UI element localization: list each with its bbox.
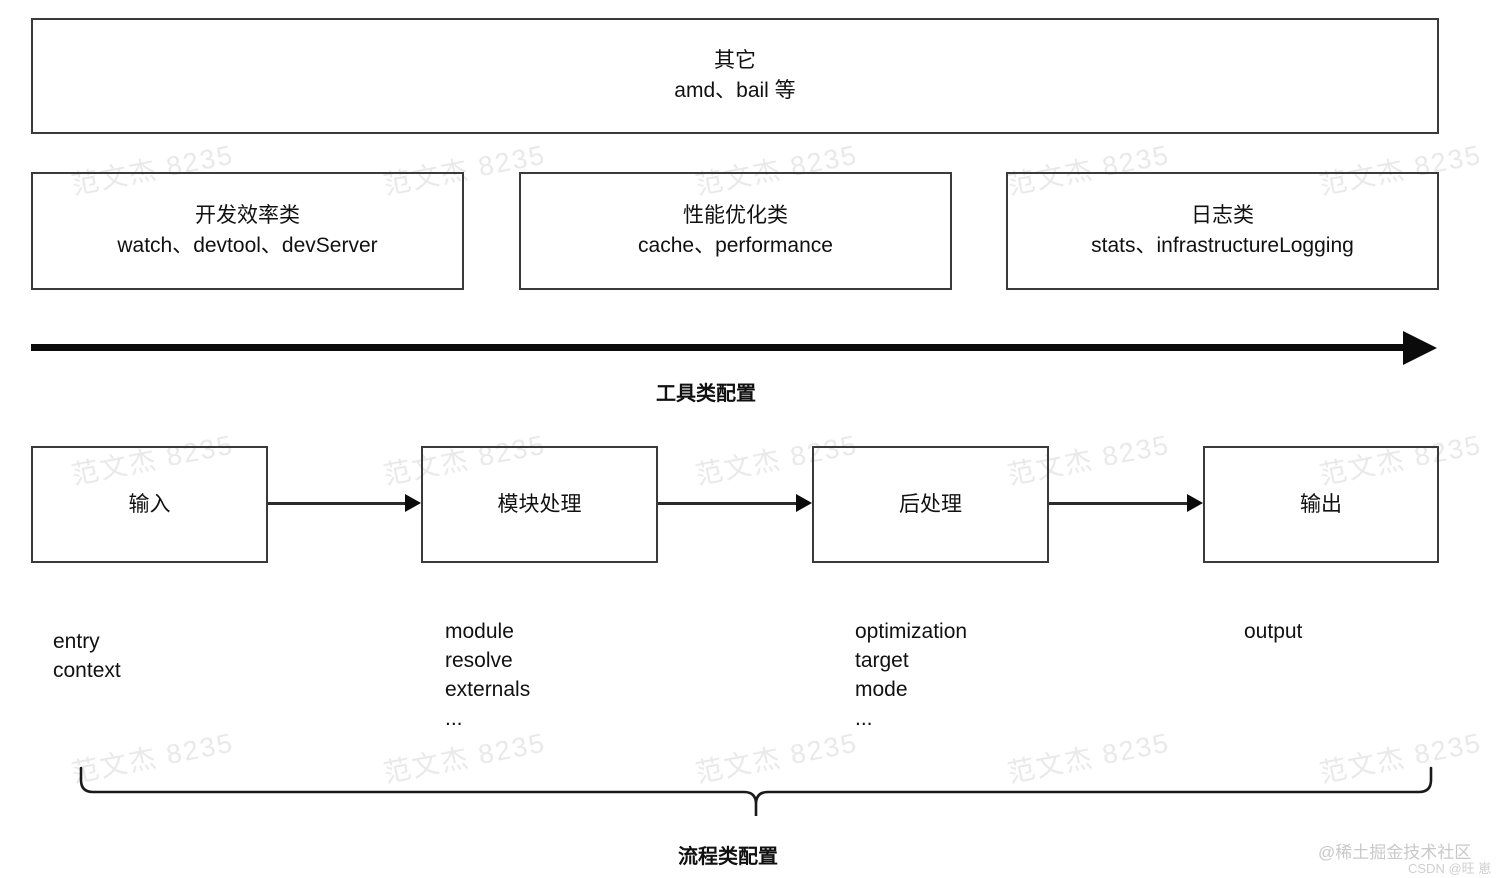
flow-option-item: optimization: [855, 620, 968, 643]
tool-axis-arrow-shaft: [31, 344, 1406, 351]
flow-option-item: output: [1244, 620, 1303, 643]
flow-connector-arrow-icon-3: [1187, 494, 1203, 512]
flow-brace-label: 流程类配置: [678, 846, 778, 868]
tool-axis-label: 工具类配置: [656, 383, 756, 405]
flow-option-item: entry: [53, 630, 100, 653]
flow-option-item: context: [53, 659, 121, 682]
tool-category-box-logging: 日志类 stats、infrastructureLogging: [1006, 172, 1439, 290]
flow-option-item: ...: [445, 707, 463, 730]
flow-option-item: externals: [445, 678, 531, 701]
flow-stage-box-output: 输出: [1203, 446, 1439, 563]
flow-options-output: output: [1244, 617, 1302, 646]
community-credit: @稀土掘金技术社区: [1318, 843, 1472, 862]
flow-option-item: module: [445, 620, 514, 643]
tool-category-box-dev-efficiency: 开发效率类 watch、devtool、devServer: [31, 172, 464, 290]
tool-axis-arrow-head-icon: [1403, 331, 1437, 365]
flow-connector-shaft-1: [268, 502, 406, 505]
flow-stage-label: 后处理: [899, 492, 962, 516]
flow-stage-label: 输出: [1300, 492, 1342, 516]
tool-category-items: stats、infrastructureLogging: [1091, 234, 1354, 257]
flow-option-item: resolve: [445, 649, 513, 672]
flow-connector-arrow-icon-1: [405, 494, 421, 512]
tool-category-heading: 性能优化类: [683, 204, 788, 227]
tool-category-items: cache、performance: [638, 234, 833, 257]
author-credit: CSDN @旺 崽: [1408, 861, 1492, 876]
flow-brace-icon: [79, 766, 1433, 816]
flow-stage-box-module-processing: 模块处理: [421, 446, 658, 563]
tool-category-heading: 开发效率类: [195, 204, 300, 227]
flow-option-item: mode: [855, 678, 908, 701]
flow-options-input: entry context: [53, 627, 121, 685]
tool-category-items: watch、devtool、devServer: [117, 234, 378, 257]
other-config-heading: 其它: [714, 49, 756, 72]
tool-category-box-performance: 性能优化类 cache、performance: [519, 172, 952, 290]
flow-connector-arrow-icon-2: [796, 494, 812, 512]
flow-stage-label: 输入: [128, 492, 171, 516]
tool-category-heading: 日志类: [1191, 204, 1254, 227]
flow-options-post-processing: optimization target mode ...: [855, 617, 967, 733]
other-config-items: amd、bail 等: [674, 79, 796, 102]
other-config-box: 其它 amd、bail 等: [31, 18, 1439, 134]
flow-stage-box-input: 输入: [31, 446, 268, 563]
flow-stage-box-post-processing: 后处理: [812, 446, 1049, 563]
flow-connector-shaft-3: [1049, 502, 1188, 505]
flow-option-item: target: [855, 649, 909, 672]
flow-options-module-processing: module resolve externals ...: [445, 617, 530, 733]
flow-stage-label: 模块处理: [497, 492, 582, 516]
flow-connector-shaft-2: [658, 502, 797, 505]
flow-option-item: ...: [855, 707, 873, 730]
